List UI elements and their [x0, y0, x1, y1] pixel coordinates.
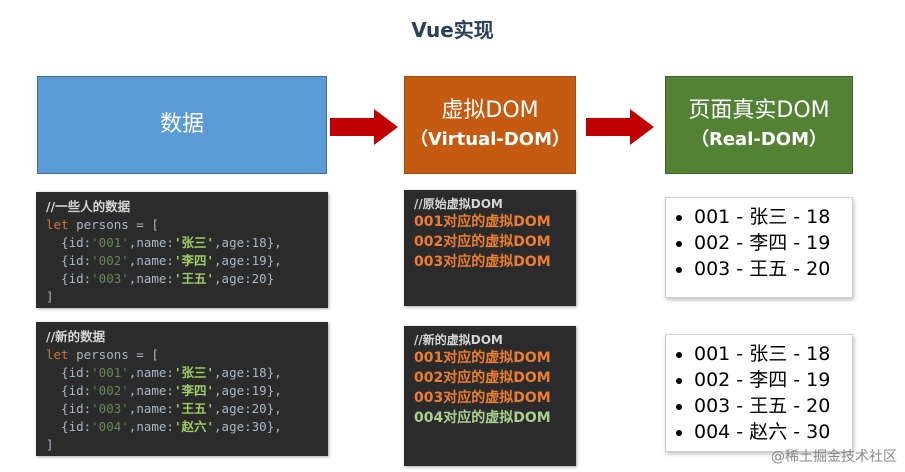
vdom-item: 001对应的虚拟DOM	[414, 350, 551, 366]
code-declaration: persons = [	[68, 217, 159, 232]
vdom-item-new: 004对应的虚拟DOM	[414, 410, 551, 426]
virtual-dom-box-sublabel: （Virtual-DOM）	[409, 129, 571, 150]
virtual-dom-box-label: 虚拟DOM	[441, 98, 539, 123]
vdom-comment: //新的虚拟DOM	[414, 333, 503, 347]
code-name: '李四'	[173, 253, 215, 268]
original-real-dom-list: 001 - 张三 - 18 002 - 李四 - 19 003 - 王五 - 2…	[665, 197, 853, 298]
vdom-item: 002对应的虚拟DOM	[414, 234, 551, 250]
new-data-code: //新的数据 let persons = [ {id:'001',name:'张…	[36, 322, 328, 456]
code-name: '张三'	[173, 365, 215, 380]
code-id: '001'	[91, 235, 129, 250]
code-age: 18	[251, 235, 267, 250]
vdom-comment: //原始虚拟DOM	[414, 197, 503, 211]
real-dom-box-label: 页面真实DOM	[688, 98, 830, 123]
arrow-right-icon	[330, 109, 398, 145]
list-item: 001 - 张三 - 18	[694, 341, 852, 367]
new-real-dom-list: 001 - 张三 - 18 002 - 李四 - 19 003 - 王五 - 2…	[665, 334, 853, 452]
code-name: '王五'	[173, 401, 215, 416]
code-id: '004'	[91, 419, 129, 434]
code-age: 20	[251, 401, 267, 416]
code-sep: ,	[274, 419, 282, 434]
vdom-item: 003对应的虚拟DOM	[414, 254, 551, 270]
list-item: 004 - 赵六 - 30	[694, 419, 852, 445]
code-name: '张三'	[173, 235, 215, 250]
code-sep: ,	[274, 401, 282, 416]
diagram-title: Vue实现	[411, 18, 494, 42]
list-item: 003 - 王五 - 20	[694, 393, 852, 419]
code-age: 19	[251, 383, 267, 398]
code-name: '李四'	[173, 383, 215, 398]
code-id: '001'	[91, 365, 129, 380]
virtual-dom-box: 虚拟DOM （Virtual-DOM）	[404, 76, 576, 174]
code-age: 18	[251, 365, 267, 380]
code-age: 30	[251, 419, 267, 434]
list-item: 002 - 李四 - 19	[694, 230, 852, 256]
code-age: 19	[251, 253, 267, 268]
code-id: '003'	[91, 401, 129, 416]
code-name: '赵六'	[173, 419, 215, 434]
code-name: '王五'	[173, 271, 215, 286]
code-sep: ,	[274, 365, 282, 380]
real-dom-box: 页面真实DOM （Real-DOM）	[665, 76, 853, 174]
code-id: '002'	[91, 253, 129, 268]
code-close: ]	[46, 437, 54, 452]
list-item: 001 - 张三 - 18	[694, 204, 852, 230]
code-id: '002'	[91, 383, 129, 398]
vdom-item: 003对应的虚拟DOM	[414, 390, 551, 406]
arrow-right-icon	[586, 109, 654, 145]
real-dom-box-sublabel: （Real-DOM）	[690, 129, 827, 150]
original-data-code: //一些人的数据 let persons = [ {id:'001',name:…	[36, 192, 328, 308]
list-item: 002 - 李四 - 19	[694, 367, 852, 393]
code-sep: ,	[274, 253, 282, 268]
data-box: 数据	[37, 76, 327, 174]
watermark: @稀土掘金技术社区	[771, 449, 897, 465]
code-comment: //一些人的数据	[46, 199, 131, 214]
code-sep: ,	[274, 383, 282, 398]
code-sep: ,	[274, 235, 282, 250]
original-virtual-dom-block: //原始虚拟DOM 001对应的虚拟DOM 002对应的虚拟DOM 003对应的…	[404, 190, 576, 306]
code-declaration: persons = [	[68, 347, 159, 362]
new-virtual-dom-block: //新的虚拟DOM 001对应的虚拟DOM 002对应的虚拟DOM 003对应的…	[404, 326, 576, 466]
code-keyword: let	[46, 217, 69, 232]
list-item: 003 - 王五 - 20	[694, 256, 852, 282]
code-age: 20	[251, 271, 267, 286]
vdom-item: 001对应的虚拟DOM	[414, 214, 551, 230]
data-box-label: 数据	[159, 112, 204, 137]
code-id: '003'	[91, 271, 129, 286]
vdom-item: 002对应的虚拟DOM	[414, 370, 551, 386]
code-keyword: let	[46, 347, 69, 362]
code-comment: //新的数据	[46, 329, 106, 344]
code-close: ]	[46, 289, 54, 304]
